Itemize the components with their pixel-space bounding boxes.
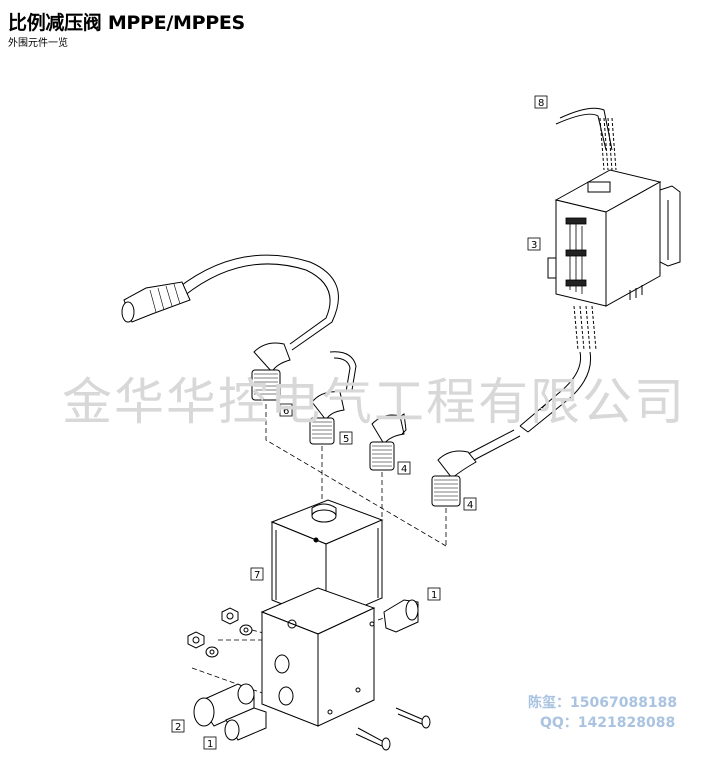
- silencer-2: [193, 683, 255, 727]
- page-subtitle: 外围元件一览: [8, 38, 68, 49]
- contact-phone: 陈玺：15067088188: [528, 695, 678, 711]
- callout-5: 5: [343, 434, 349, 445]
- callout-3: 3: [531, 240, 537, 251]
- nuts-and-washers: [187, 607, 253, 658]
- callout-4b: 4: [467, 500, 473, 511]
- cable-6: [121, 254, 339, 401]
- watermark-text: 金华华控电气工程有限公司: [62, 373, 686, 431]
- controller-module-3: [547, 169, 681, 307]
- callout-1a: 1: [431, 590, 437, 601]
- contact-qq: QQ：1421828088: [540, 715, 676, 731]
- callout-1b: 1: [207, 739, 213, 750]
- cable-module-lower: [467, 305, 597, 461]
- fitting-1-bottom: [224, 707, 267, 741]
- angled-connector-5: [309, 351, 357, 445]
- valve-body-7: [260, 499, 384, 727]
- angled-connector-4a: [369, 413, 407, 471]
- callout-7: 7: [254, 570, 260, 581]
- callout-labels: 8 3 6 5 4 4 7 1 2 1: [175, 98, 544, 750]
- callout-2: 2: [175, 722, 181, 733]
- callout-6: 6: [283, 406, 289, 417]
- mounting-screws: [355, 707, 431, 751]
- angled-connector-4b: [431, 450, 477, 507]
- callout-boxes: [171, 95, 548, 750]
- callout-8: 8: [538, 98, 544, 109]
- callout-4a: 4: [401, 464, 407, 475]
- page-title: 比例减压阀 MPPE/MPPES: [8, 12, 245, 34]
- cable-8: [555, 107, 617, 171]
- silencer-1-right: [383, 599, 419, 633]
